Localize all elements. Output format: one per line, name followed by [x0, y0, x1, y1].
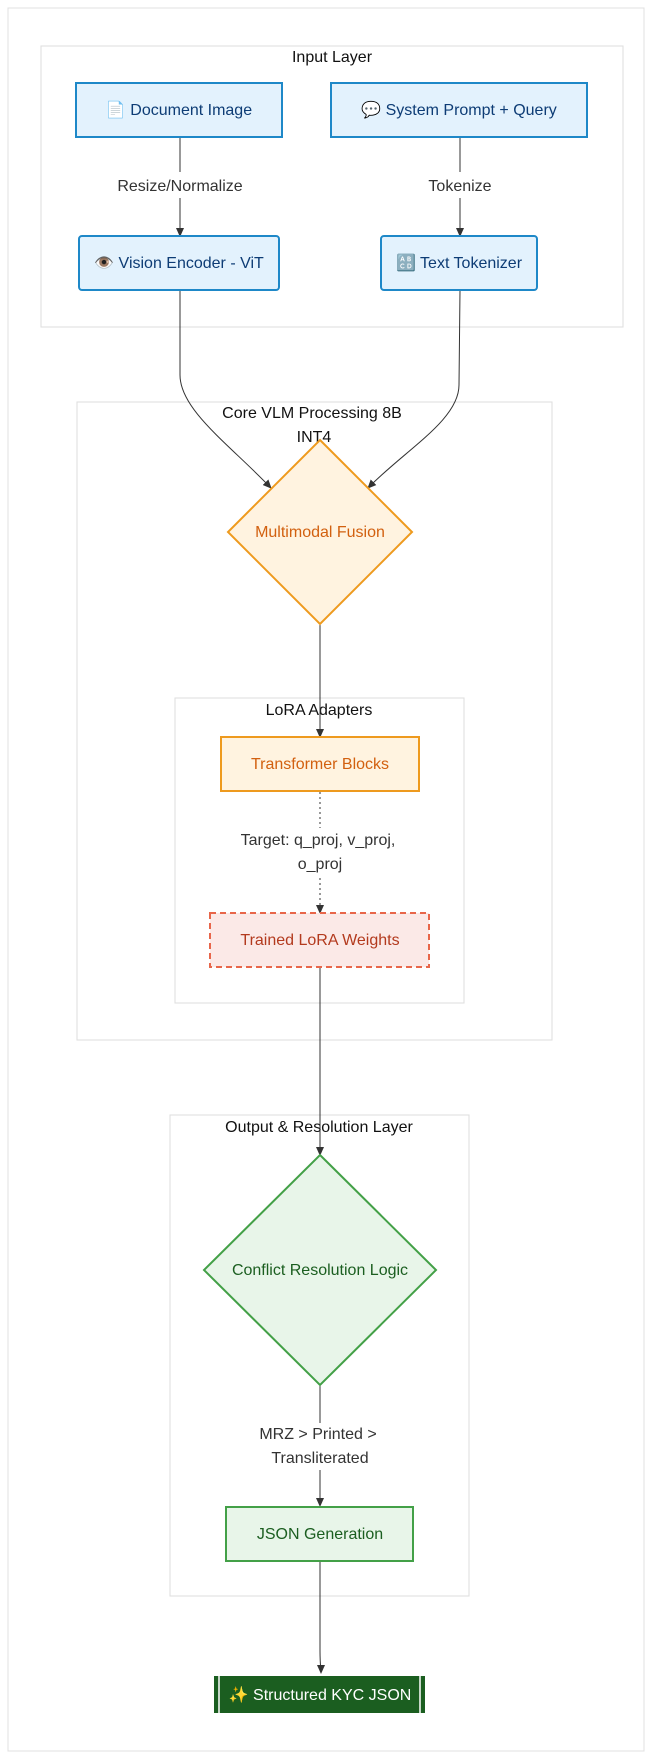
- edge-label-resize: Resize/Normalize: [117, 178, 242, 195]
- edge-label-tokenize: Tokenize: [428, 178, 491, 195]
- node-kyc-json-box: [214, 1676, 425, 1713]
- node-document-image-box: [75, 82, 283, 138]
- cluster-label-core-line1: Core VLM Processing 8B: [222, 405, 402, 422]
- node-trained-lora: Trained LoRA Weights: [240, 932, 399, 949]
- node-json-generation: JSON Generation: [257, 1526, 383, 1543]
- edge-label-priority-line2: Transliterated: [271, 1450, 368, 1467]
- node-multimodal-fusion-diamond: [226, 438, 414, 626]
- node-kyc-json: ✨ Structured KYC JSON: [229, 1686, 412, 1704]
- node-transformer-blocks-box: [220, 736, 420, 792]
- cluster-label-input: Input Layer: [292, 49, 373, 66]
- edge-label-bg-tokenize: [420, 174, 500, 196]
- cluster-label-core-line2: INT4: [297, 429, 332, 446]
- node-conflict-resolution-diamond: [202, 1153, 438, 1387]
- node-text-tokenizer-box: [380, 235, 538, 291]
- node-system-prompt-box: [330, 82, 588, 138]
- edge-label-target-line2: o_proj: [298, 856, 342, 873]
- node-vision-encoder-box: [78, 235, 280, 291]
- edge-tokenizer-to-fusion: [367, 289, 461, 489]
- edge-label-bg-resize: [110, 174, 250, 196]
- node-multimodal-fusion: Multimodal Fusion: [255, 524, 385, 541]
- node-trained-lora-box: [209, 912, 430, 968]
- node-document-image: 📄 Document Image: [106, 100, 252, 119]
- cluster-label-lora: LoRA Adapters: [266, 702, 373, 719]
- edge-label-priority-line1: MRZ > Printed >: [259, 1426, 376, 1443]
- node-text-tokenizer: 🔠 Text Tokenizer: [396, 253, 523, 272]
- node-conflict-resolution: Conflict Resolution Logic: [232, 1262, 408, 1279]
- node-vision-encoder: 👁️ Vision Encoder - ViT: [94, 255, 264, 272]
- node-json-generation-box: [225, 1506, 414, 1562]
- node-system-prompt: 💬 System Prompt + Query: [361, 100, 557, 119]
- edge-label-target-line1: Target: q_proj, v_proj,: [241, 832, 396, 849]
- edge-vision-to-fusion: [179, 290, 272, 489]
- edge-json-to-kyc: [316, 1561, 325, 1674]
- node-transformer-blocks: Transformer Blocks: [251, 756, 389, 773]
- cluster-label-output: Output & Resolution Layer: [225, 1119, 413, 1136]
